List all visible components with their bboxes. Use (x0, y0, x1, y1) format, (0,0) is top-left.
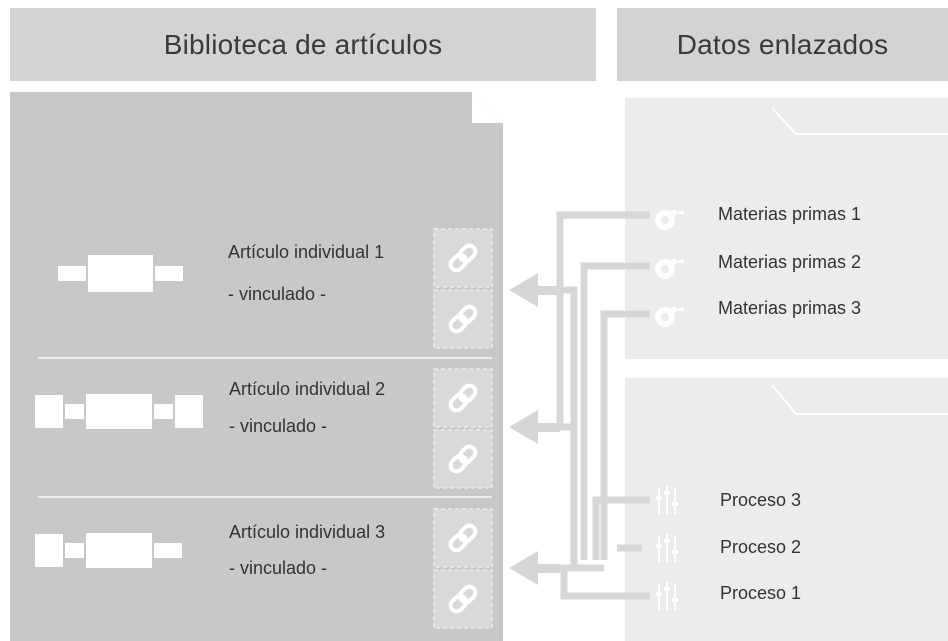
row-divider (38, 496, 492, 498)
link-icon (432, 507, 494, 569)
article-2-status: - vinculado - (229, 416, 328, 436)
library-panel (10, 92, 503, 641)
raw-material-3-label: Materias primas 3 (718, 298, 862, 318)
link-icon (432, 288, 494, 350)
article-1-name: Artículo individual 1 (228, 242, 385, 262)
row-divider (38, 357, 492, 359)
arrow-to-article-3 (509, 551, 560, 585)
article-1-status: - vinculado - (228, 284, 327, 304)
process-1-label: Proceso 1 (720, 583, 802, 603)
folded-corner-icon (472, 92, 503, 123)
raw-materials-panel (625, 98, 948, 359)
process-2-sliders-icon (656, 534, 678, 562)
library-header: Biblioteca de artículos (10, 8, 596, 81)
arrow-to-article-2 (509, 410, 560, 444)
arrow-to-article-1 (509, 273, 560, 307)
article-2-name: Artículo individual 2 (229, 379, 386, 399)
process-3-label: Proceso 3 (720, 490, 802, 510)
linked-data-header: Datos enlazados (617, 8, 948, 81)
article-3-part-icon (35, 533, 182, 568)
article-3-status: - vinculado - (229, 558, 328, 578)
process-1-sliders-icon (656, 582, 678, 610)
process-2-label: Proceso 2 (720, 537, 802, 557)
raw-material-2-label: Materias primas 2 (718, 252, 862, 272)
link-icon (432, 568, 494, 630)
article-1-part-icon (58, 255, 183, 292)
link-icon (432, 367, 494, 429)
processes-panel (625, 378, 948, 641)
raw-material-1-label: Materias primas 1 (718, 204, 862, 224)
article-3-name: Artículo individual 3 (229, 522, 386, 542)
article-2-part-icon (35, 394, 203, 429)
link-icon (432, 428, 494, 490)
process-3-sliders-icon (656, 486, 678, 514)
link-icon (432, 227, 494, 289)
